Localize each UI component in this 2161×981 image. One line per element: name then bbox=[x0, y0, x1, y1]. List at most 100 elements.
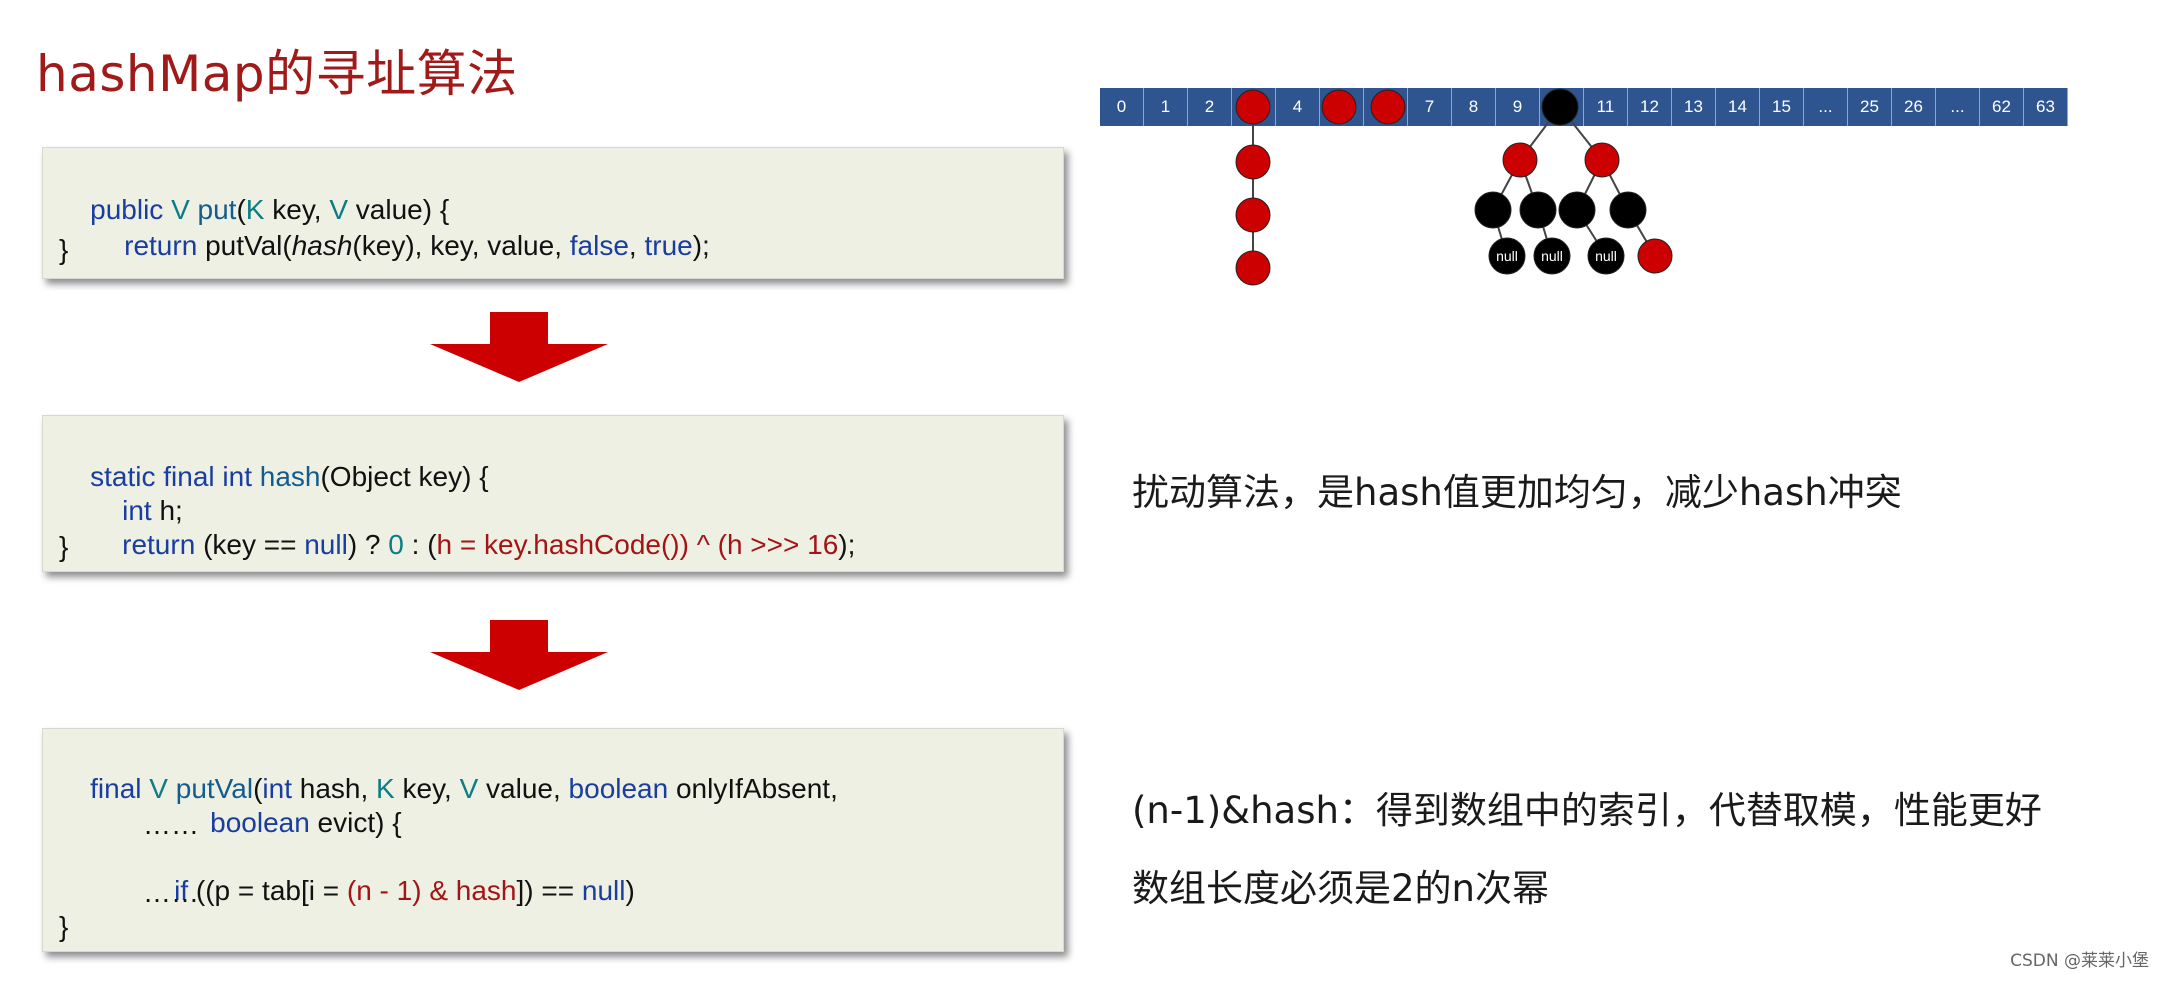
code-token: return bbox=[122, 529, 204, 560]
code-token: hash, bbox=[291, 773, 377, 804]
code-token: V bbox=[149, 773, 168, 804]
black-node bbox=[1519, 191, 1557, 229]
bucket-cell: 15 bbox=[1760, 88, 1804, 126]
black-node bbox=[1541, 88, 1579, 126]
black-node bbox=[1474, 191, 1512, 229]
note-index: (n-1)&hash：得到数组中的索引，代替取模，性能更好 bbox=[1132, 789, 2042, 832]
black-node bbox=[1587, 237, 1625, 275]
code-token: ( bbox=[253, 773, 263, 804]
code-token: h = key.hashCode()) ^ (h >>> 16 bbox=[436, 529, 839, 560]
page-title: hashMap的寻址算法 bbox=[36, 45, 518, 103]
code-token: (key == bbox=[203, 529, 305, 560]
bucket-cell: 26 bbox=[1892, 88, 1936, 126]
bucket-cell: 0 bbox=[1100, 88, 1144, 126]
code-token: int bbox=[262, 773, 292, 804]
code-line: return (key == null) ? 0 : (h = key.hash… bbox=[91, 497, 855, 593]
code-token: put bbox=[197, 194, 237, 225]
code-token: ) ? bbox=[347, 529, 389, 560]
bucket-cell: 12 bbox=[1628, 88, 1672, 126]
note-perturbation: 扰动算法，是hash值更加均匀，减少hash冲突 bbox=[1132, 471, 1902, 514]
null-node-label: null bbox=[1496, 248, 1518, 264]
code-line: public V put(K key, V value) { bbox=[59, 162, 449, 258]
bucket-cell: 62 bbox=[1980, 88, 2024, 126]
bucket-cell: 13 bbox=[1672, 88, 1716, 126]
code-token: : ( bbox=[403, 529, 437, 560]
bucket-cell: 11 bbox=[1584, 88, 1628, 126]
bucket-cell: 4 bbox=[1276, 88, 1320, 126]
code-token: (Object key) { bbox=[320, 461, 489, 492]
bucket-cell: 8 bbox=[1452, 88, 1496, 126]
code-token: K bbox=[245, 194, 265, 225]
code-token: ) bbox=[625, 875, 635, 906]
code-line: return putVal(hash(key), key, value, fal… bbox=[93, 198, 710, 294]
bucket-cell: 2 bbox=[1188, 88, 1232, 126]
code-token: ( bbox=[236, 194, 246, 225]
code-token: key, bbox=[264, 194, 330, 225]
bucket-cell: 9 bbox=[1496, 88, 1540, 126]
code-block-putval: final V putVal(int hash, K key, V value,… bbox=[42, 728, 1064, 952]
red-node bbox=[1235, 89, 1271, 125]
code-token: ); bbox=[838, 529, 856, 560]
code-token: boolean bbox=[568, 773, 669, 804]
code-token: null bbox=[581, 875, 626, 906]
code-token: value, bbox=[478, 773, 569, 804]
code-token: ]) == bbox=[516, 875, 582, 906]
down-arrow-icon bbox=[430, 620, 608, 690]
red-node bbox=[1235, 197, 1271, 233]
code-token: true bbox=[644, 230, 693, 261]
code-line: static final int hash(Object key) { bbox=[59, 429, 489, 525]
code-line: } bbox=[59, 234, 69, 265]
code-block-hash: static final int hash(Object key) { int … bbox=[42, 415, 1064, 572]
code-token: evict) { bbox=[309, 807, 402, 838]
code-line: int h; bbox=[91, 463, 183, 559]
bucket-structure-diagram: null null null bbox=[1235, 88, 1673, 286]
code-token: hash bbox=[291, 230, 353, 261]
code-token: V bbox=[329, 194, 349, 225]
null-node-label: null bbox=[1541, 248, 1563, 264]
code-token: onlyIfAbsent, bbox=[668, 773, 838, 804]
code-token: ); bbox=[692, 230, 710, 261]
code-token: putVal bbox=[175, 773, 254, 804]
note-power-of-two: 数组长度必须是2的n次幂 bbox=[1132, 867, 1549, 910]
bucket-cell: 63 bbox=[2024, 88, 2068, 126]
code-token: return bbox=[124, 230, 206, 261]
code-token: V bbox=[171, 194, 190, 225]
code-token: false bbox=[569, 230, 629, 261]
code-token: public bbox=[90, 194, 172, 225]
code-token: (key), key, value, bbox=[352, 230, 570, 261]
black-node bbox=[1558, 191, 1596, 229]
code-token: value) { bbox=[348, 194, 450, 225]
bucket-cell: 25 bbox=[1848, 88, 1892, 126]
code-token: int bbox=[122, 495, 152, 526]
code-line: } bbox=[59, 531, 69, 562]
code-line: …… bbox=[143, 809, 199, 840]
black-node bbox=[1609, 191, 1647, 229]
code-token: final bbox=[90, 773, 150, 804]
black-node bbox=[1488, 237, 1526, 275]
watermark: CSDN @莱莱小堡 bbox=[2010, 951, 2149, 971]
code-line: if ((p = tab[i = (n - 1) & hash]) == nul… bbox=[143, 843, 635, 939]
code-token: V bbox=[459, 773, 479, 804]
code-line: final V putVal(int hash, K key, V value,… bbox=[59, 741, 838, 837]
code-token: hash bbox=[259, 461, 321, 492]
code-token: key, bbox=[394, 773, 460, 804]
red-node bbox=[1235, 144, 1271, 180]
bucket-cell: 14 bbox=[1716, 88, 1760, 126]
down-arrow-icon bbox=[430, 312, 608, 382]
code-token: if bbox=[174, 875, 189, 906]
code-token: putVal( bbox=[205, 230, 292, 261]
null-node-label: null bbox=[1595, 248, 1617, 264]
red-node bbox=[1584, 142, 1620, 178]
red-node bbox=[1235, 250, 1271, 286]
code-token: static final int bbox=[90, 461, 260, 492]
code-token: ((p = tab[i = bbox=[188, 875, 347, 906]
code-token: (n - 1) & hash bbox=[346, 875, 517, 906]
code-token: , bbox=[628, 230, 645, 261]
code-line: …… bbox=[143, 877, 199, 908]
code-block-put: public V put(K key, V value) { return pu… bbox=[42, 147, 1064, 279]
code-token: null bbox=[304, 529, 348, 560]
code-token: K bbox=[376, 773, 395, 804]
red-node bbox=[1502, 142, 1538, 178]
code-token: boolean bbox=[210, 807, 310, 838]
bucket-cell: ... bbox=[1936, 88, 1980, 126]
